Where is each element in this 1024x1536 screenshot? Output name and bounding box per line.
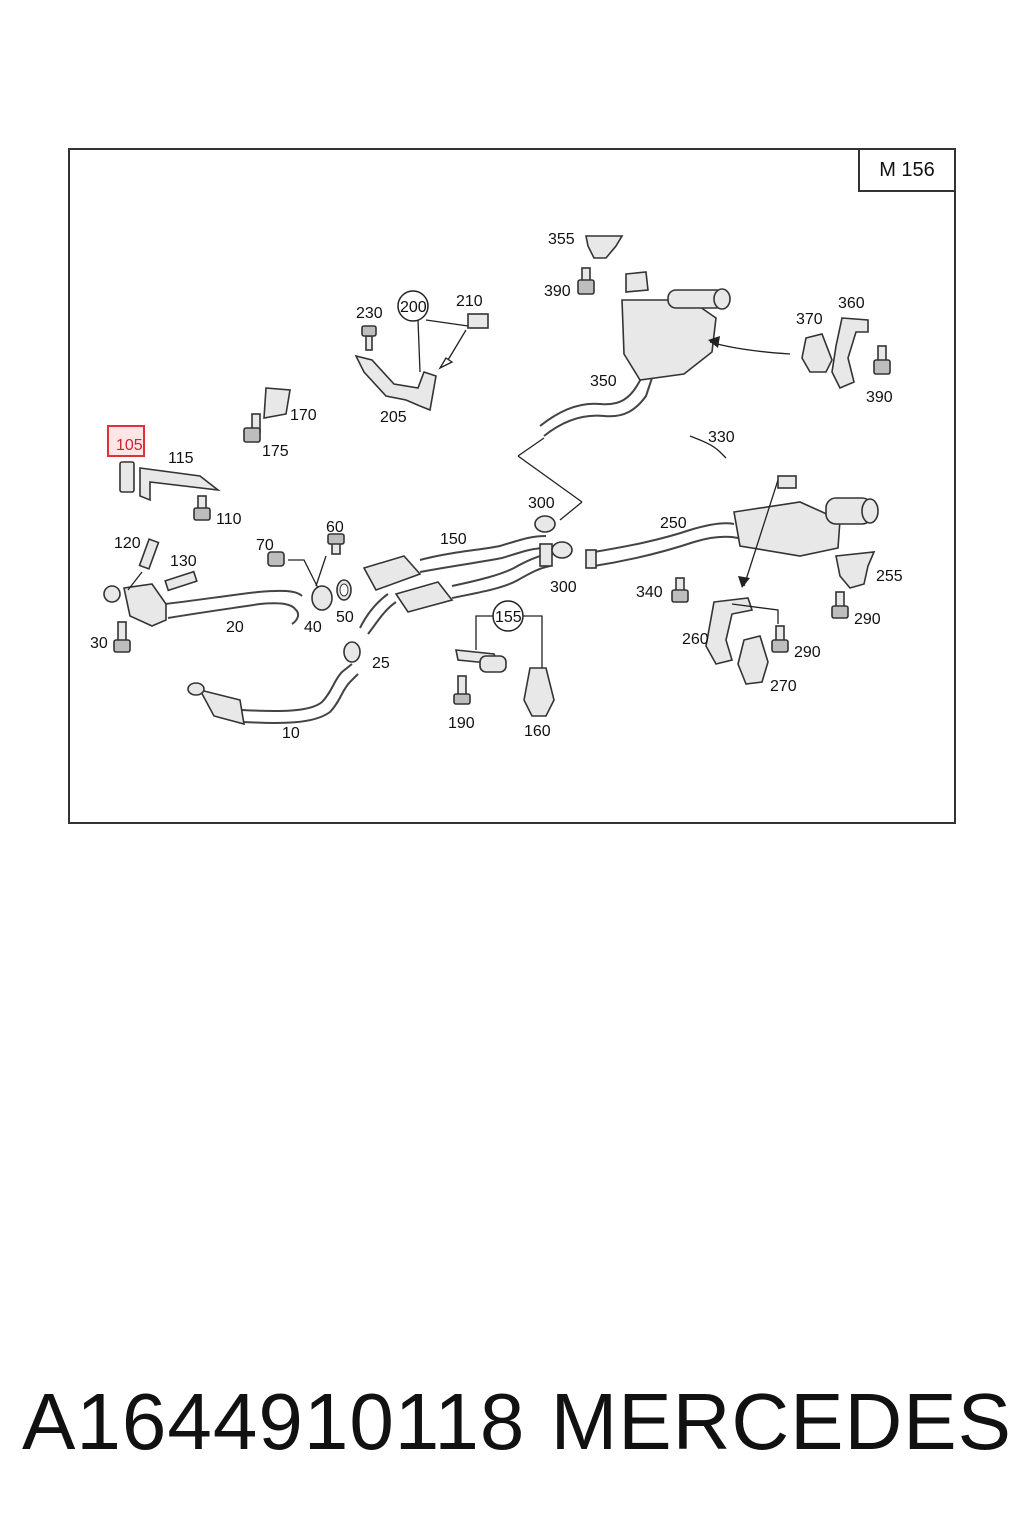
label-115: 115 [168,450,194,467]
hanger-355-drawing [577,235,649,295]
label-340: 340 [636,584,663,601]
middle-pipe-150-drawing [359,535,553,635]
label-355: 355 [548,231,575,248]
bracket-170-drawing [243,387,291,443]
label-170: 170 [290,407,317,424]
highlight-box [107,425,145,457]
label-210: 210 [456,293,483,310]
hanger-360-drawing [708,317,891,390]
sensor-120-drawing [127,538,160,591]
label-105: 105 [116,437,143,454]
label-60: 60 [326,519,344,536]
label-10: 10 [282,725,300,742]
label-390-top: 390 [544,283,571,300]
label-370: 370 [796,311,823,328]
strap-330-drawing [689,435,727,459]
clamps-drawing [343,515,573,663]
label-290-bottom: 290 [794,644,821,661]
label-330: 330 [708,429,735,446]
label-360: 360 [838,295,865,312]
label-40: 40 [304,619,322,636]
label-70: 70 [256,537,274,554]
bolt-30-drawing [113,621,131,653]
label-175: 175 [262,443,289,460]
label-30: 30 [90,635,108,652]
label-20: 20 [226,619,244,636]
label-50: 50 [336,609,354,626]
bracket-205-drawing [354,290,489,412]
front-pipe-10-drawing [187,663,359,726]
label-130: 130 [170,553,197,570]
label-270: 270 [770,678,797,695]
label-190: 190 [448,715,475,732]
bracket-260-drawing [671,577,789,685]
hanger-255-drawing [831,551,876,619]
rear-pipe-350-drawing [517,288,731,521]
label-255: 255 [876,568,903,585]
label-260: 260 [682,631,709,648]
brand-name: MERCEDES [550,1377,1012,1466]
label-250: 250 [660,515,687,532]
label-205: 205 [380,409,407,426]
label-160: 160 [524,723,551,740]
rear-pipe-250-drawing [585,475,879,588]
label-350: 350 [590,373,617,390]
label-300-top: 300 [528,495,555,512]
model-label: M 156 [858,148,956,192]
clamp-40-drawing [267,533,352,611]
bracket-155-drawing [453,600,555,717]
label-390-right: 390 [866,389,893,406]
label-230: 230 [356,305,383,322]
bracket-115-drawing [119,461,221,521]
label-290-right: 290 [854,611,881,628]
label-150: 150 [440,531,467,548]
footer: A1644910118 MERCEDES [22,1372,1012,1472]
label-200: 200 [400,299,427,316]
part-number: A1644910118 [22,1377,526,1466]
label-300-bottom: 300 [550,579,577,596]
label-120: 120 [114,535,141,552]
label-110: 110 [216,511,242,528]
label-155: 155 [495,609,522,626]
label-25: 25 [372,655,390,672]
front-pipe-20-drawing [103,583,303,627]
sensor-130-drawing [164,570,198,592]
